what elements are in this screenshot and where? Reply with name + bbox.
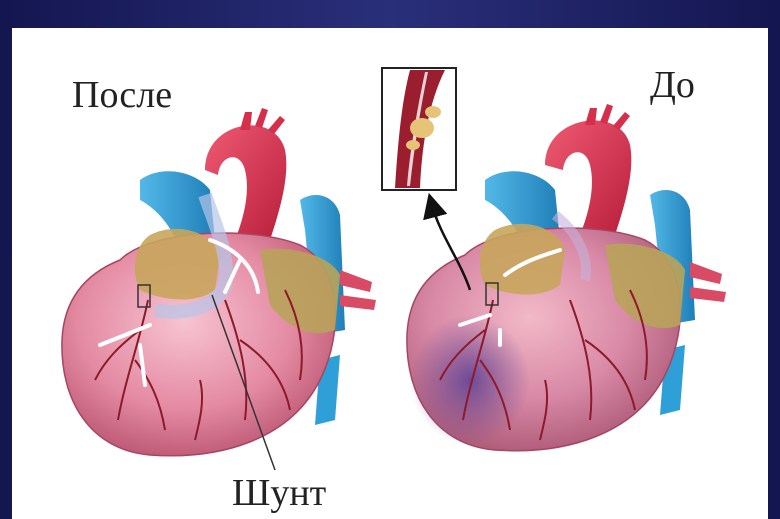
label-after: После [72, 76, 172, 114]
heart-after [62, 108, 376, 470]
pulmonary-branches-right [690, 262, 726, 302]
label-shunt: Шунт [232, 474, 326, 512]
atrium-left [135, 229, 220, 300]
artery-closeup-icon [382, 68, 456, 190]
label-before: До [650, 66, 695, 104]
atrium-right [480, 224, 565, 295]
pulmonary-branches-left [340, 270, 376, 310]
ischemic-area [410, 315, 530, 445]
